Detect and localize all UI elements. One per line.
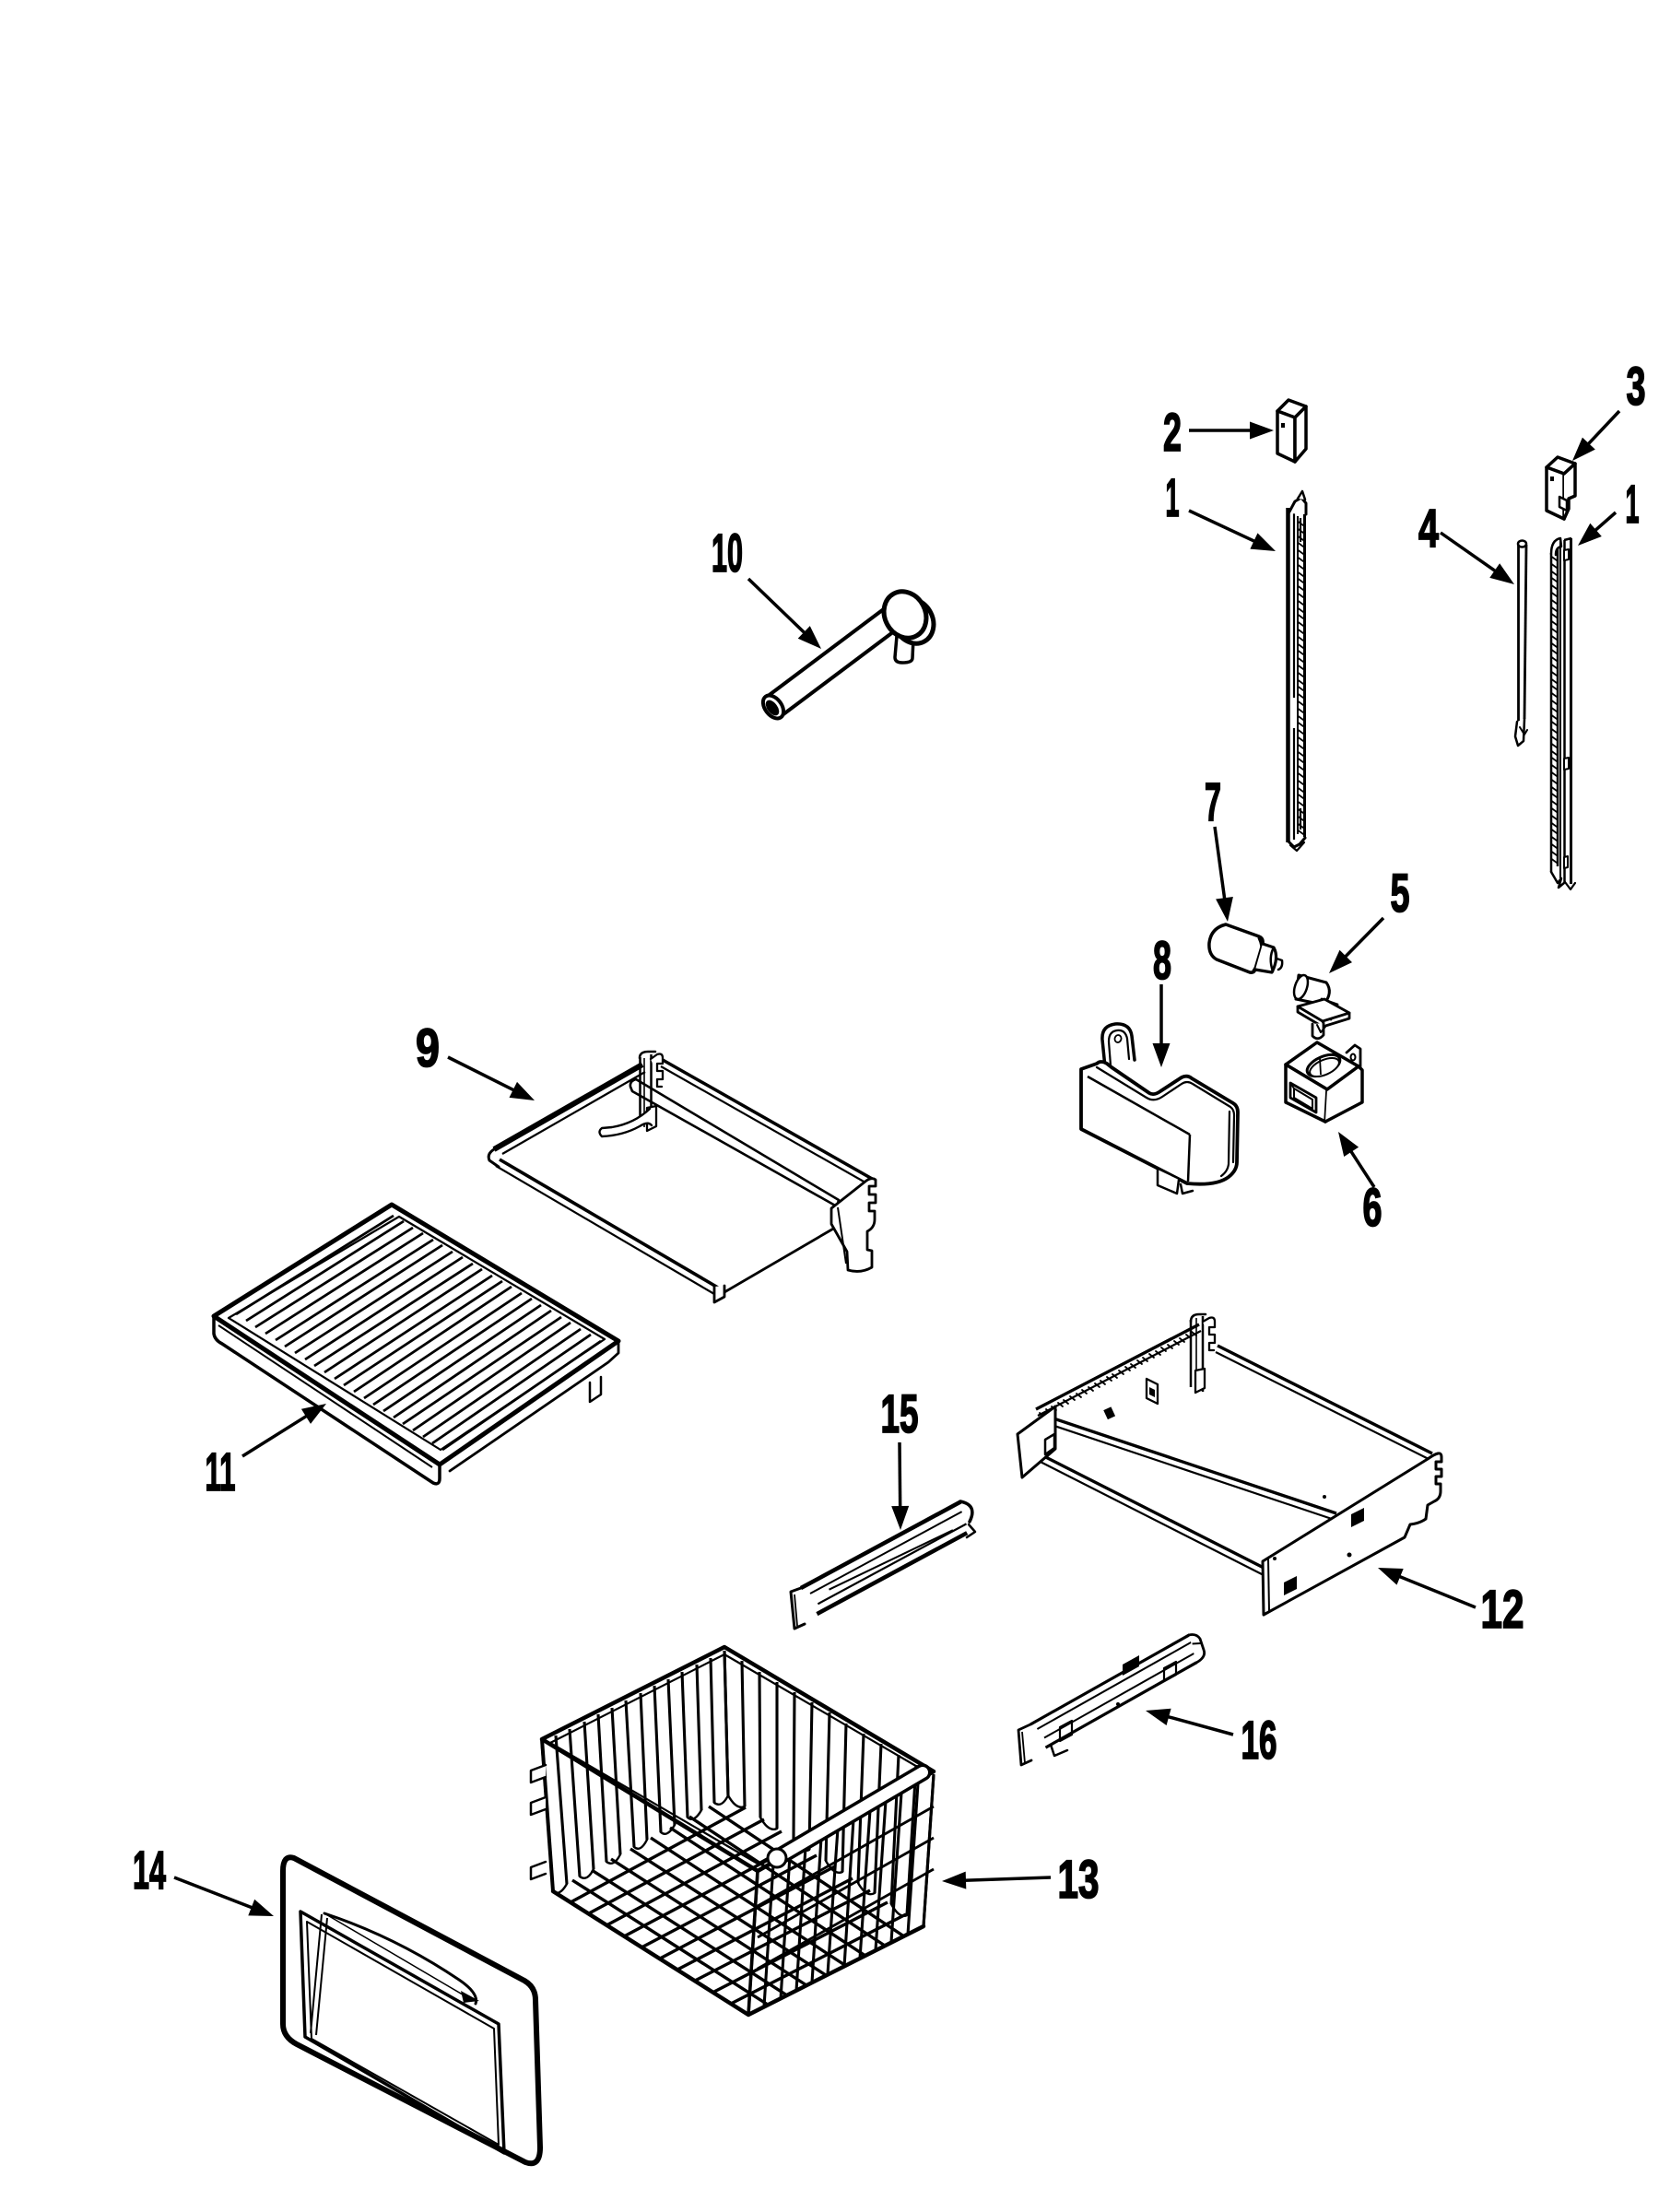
svg-text:6: 6	[1363, 1178, 1382, 1238]
svg-text:15: 15	[881, 1384, 919, 1444]
svg-text:7: 7	[1205, 772, 1221, 832]
svg-text:5: 5	[1391, 864, 1410, 924]
svg-text:1: 1	[1166, 468, 1180, 528]
svg-text:14: 14	[133, 1841, 166, 1900]
svg-text:8: 8	[1153, 931, 1171, 991]
svg-text:2: 2	[1163, 403, 1182, 463]
svg-text:13: 13	[1058, 1850, 1100, 1910]
svg-text:4: 4	[1418, 499, 1439, 559]
svg-text:3: 3	[1627, 357, 1646, 417]
svg-text:9: 9	[416, 1018, 440, 1078]
svg-text:10: 10	[712, 524, 743, 583]
svg-text:11: 11	[206, 1442, 236, 1502]
svg-text:12: 12	[1481, 1580, 1524, 1640]
svg-text:1: 1	[1626, 475, 1640, 535]
svg-text:16: 16	[1241, 1711, 1277, 1771]
